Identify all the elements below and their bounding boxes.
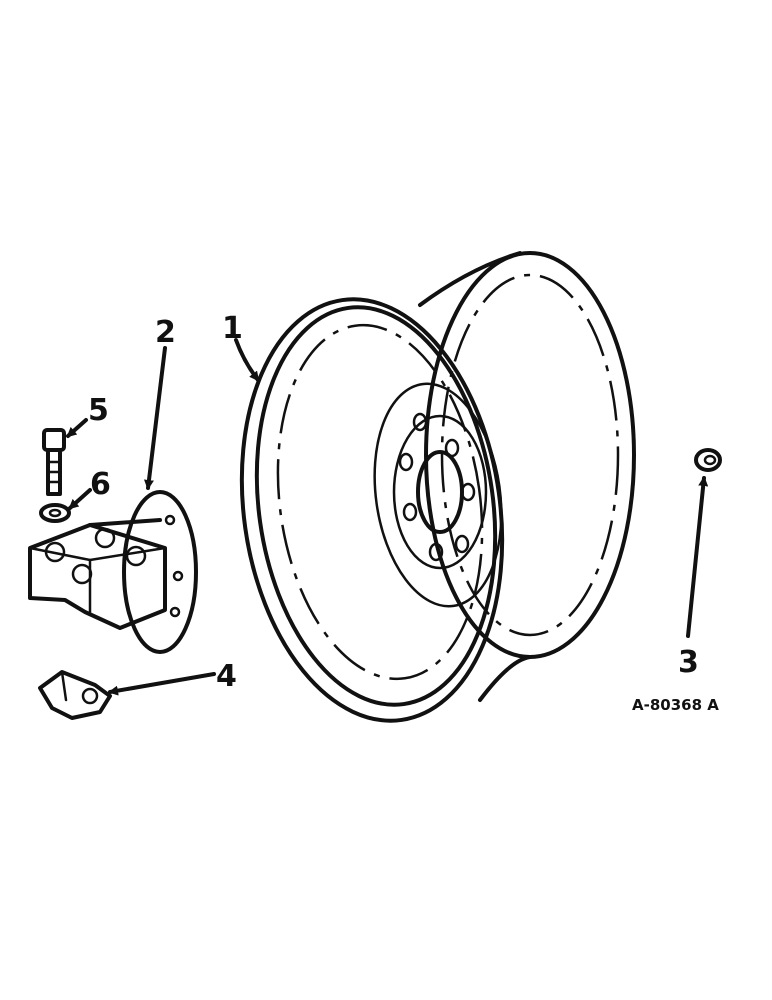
callout-3: 3	[678, 645, 699, 680]
reference-code: A-80368 A	[632, 696, 719, 714]
bolt	[42, 428, 66, 496]
nut	[694, 448, 722, 472]
hub-bracket	[28, 490, 198, 654]
wheel-rim	[239, 251, 636, 723]
leader-lines	[66, 338, 709, 696]
callout-4: 4	[216, 659, 237, 694]
lug-holes	[398, 412, 476, 562]
clamp	[38, 670, 112, 720]
callout-5: 5	[88, 393, 109, 428]
callout-1: 1	[222, 311, 243, 346]
callout-6: 6	[90, 467, 111, 502]
washer	[39, 503, 71, 523]
callout-2: 2	[155, 315, 176, 350]
